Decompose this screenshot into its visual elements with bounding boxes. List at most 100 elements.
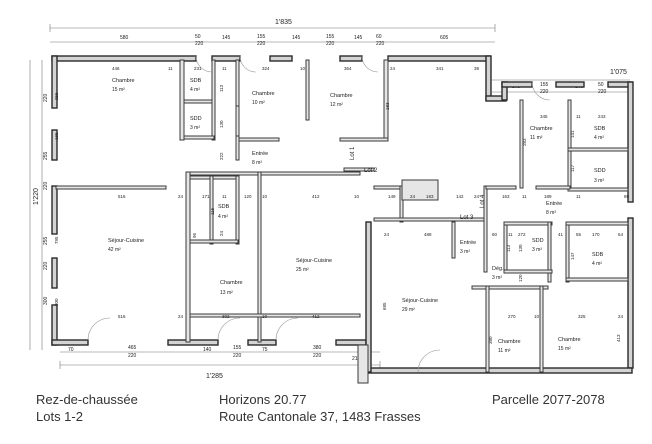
room-entree-b-name: Entrée: [460, 240, 476, 246]
dim-label: 155: [233, 345, 242, 351]
dim-label: 220: [43, 261, 49, 270]
room-sdb-a-name: SDB: [190, 78, 202, 84]
inner-dim: 24: [178, 194, 184, 199]
interior-walls: [55, 59, 629, 373]
inner-dim: 113: [506, 244, 511, 252]
inner-dim: 89: [624, 194, 630, 199]
room-deg-name: Dég.: [492, 266, 504, 272]
caption-parcel: Parcelle 2077-2078: [492, 392, 605, 407]
inner-dim: 141: [570, 130, 575, 138]
inner-dim: 171: [202, 194, 210, 199]
room-entree-c-area: 8 m²: [546, 210, 556, 216]
inner-dim: 54: [618, 232, 624, 237]
inner-dim: 11: [576, 194, 581, 199]
room-sdd-a-area: 3 m²: [190, 125, 200, 131]
dim-total-width: 1'835: [275, 19, 292, 26]
dim-label: 220: [128, 353, 137, 359]
dim-label: 155: [540, 82, 549, 88]
inner-dim: 24: [178, 314, 184, 319]
room-sdd-a-name: SDD: [190, 116, 202, 122]
inner-dim: 795: [54, 236, 59, 244]
dim-label: 255: [43, 151, 49, 160]
room-sejour-c-name: Séjour-Cuisine: [402, 298, 438, 304]
lot-2-label: Lot 2: [364, 168, 378, 174]
inner-dim: 130: [219, 120, 224, 128]
door-swings: [87, 55, 551, 373]
top-dim-labels: 580 50 220 145 155 220 145 155 220 145 6…: [120, 34, 449, 47]
dim-total-height: 1'220: [33, 188, 40, 205]
inner-dim: 24: [219, 230, 224, 236]
inner-dim: 24: [618, 314, 624, 319]
room-sdb-d-name: SDB: [592, 252, 604, 258]
room-chambre-c-area: 12 m²: [330, 102, 343, 108]
inner-dim: 10: [354, 194, 360, 199]
dim-bottom-width: 1'285: [206, 373, 223, 380]
lot-labels: Lot 1 Lot 2 Lot 3 Lot 4: [350, 146, 486, 221]
dim-label: 140: [203, 347, 212, 353]
room-sdd-c-name: SDD: [594, 168, 606, 174]
inner-dim: 283: [522, 138, 527, 146]
inner-dim: 364: [344, 66, 352, 71]
dim-label: 220: [313, 353, 322, 359]
room-sdb-a-area: 4 m²: [190, 87, 200, 93]
dim-label: 210: [352, 356, 361, 362]
inner-dim: 446: [112, 66, 120, 71]
inner-dim: 10: [262, 314, 268, 319]
inner-dim: 183: [385, 102, 390, 110]
bottom-dim-labels: 70 465 220 140 155 220 75 380 220 210: [68, 345, 361, 362]
lot-4-label: Lot 4: [480, 194, 486, 208]
dim-label: 75: [262, 347, 268, 353]
left-dim-labels: 220 255 220 255 220 300: [43, 93, 49, 305]
caption-address: Route Cantonale 37, 1483 Frasses: [219, 409, 421, 424]
room-entree-a-area: 8 m²: [252, 160, 262, 166]
inner-dim: 24: [410, 194, 416, 199]
inner-dim: 163: [502, 194, 510, 199]
dim-label: 155: [257, 34, 266, 40]
room-chambre-a-name: Chambre: [112, 78, 135, 84]
inner-dim: 11: [576, 114, 581, 119]
inner-dim: 11: [168, 66, 173, 71]
inner-dim: 10: [262, 194, 268, 199]
caption-project: Horizons 20.77: [219, 392, 307, 407]
room-sdd-b-name: SDD: [532, 238, 544, 244]
inner-dim: 300: [54, 298, 59, 306]
inner-dim: 302: [222, 314, 230, 319]
lot-3-label: Lot 3: [460, 215, 474, 221]
dim-label: 145: [354, 35, 363, 41]
inner-dim: 142: [456, 194, 464, 199]
inner-dim: 115: [210, 207, 215, 215]
inner-dim: 10: [534, 314, 540, 319]
inner-dim: 24: [474, 194, 480, 199]
dim-label: 380: [313, 345, 322, 351]
inner-dim: 147: [570, 252, 575, 260]
room-sdb-c-area: 4 m²: [594, 135, 604, 141]
room-sejour-c-area: 29 m²: [402, 307, 415, 313]
room-deg-area: 3 m²: [492, 275, 502, 281]
dim-label: 605: [440, 35, 449, 41]
room-chambre-c-name: Chambre: [330, 93, 353, 99]
inner-dim: 516: [118, 314, 126, 319]
inner-dim: 189: [544, 194, 552, 199]
inner-dim: 413: [616, 334, 621, 342]
inner-dim: 412: [312, 314, 320, 319]
room-chambre-b-area: 10 m²: [252, 100, 265, 106]
dim-label: 220: [43, 93, 49, 102]
dim-label: 220: [257, 41, 266, 47]
inner-dim: 113: [219, 84, 224, 92]
dim-label: 220: [195, 41, 204, 47]
room-sejour-a-area: 42 m²: [108, 247, 121, 253]
inner-dim: 488: [424, 232, 432, 237]
dim-label: 220: [43, 181, 49, 190]
dim-label: 50: [598, 82, 604, 88]
inner-dim: 120: [518, 274, 523, 282]
inner-dimensions: 446 11 231 11 324 10 364 24 341 39 516 2…: [112, 66, 630, 319]
dim-label: 465: [128, 345, 137, 351]
dim-label: 220: [598, 89, 607, 95]
inner-dim: 412: [312, 194, 320, 199]
dim-label: 220: [233, 353, 242, 359]
caption-floor: Rez-de-chaussée: [36, 392, 138, 407]
room-sdb-b-name: SDB: [218, 204, 230, 210]
inner-dim: 149: [388, 194, 396, 199]
dim-label: 220: [376, 41, 385, 47]
inner-dim: 222: [219, 152, 224, 160]
